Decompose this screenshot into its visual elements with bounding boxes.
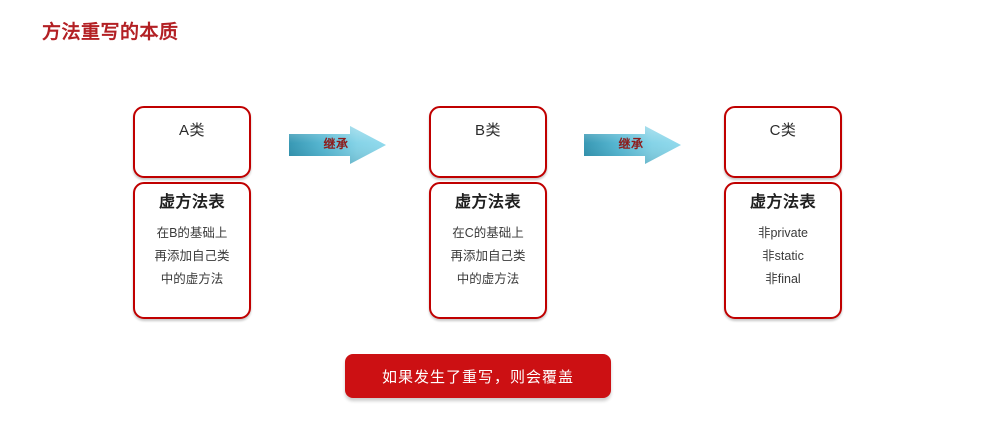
- right-arrow-icon: [584, 126, 681, 164]
- vtable-box-b: 虚方法表 在C的基础上 再添加自己类 中的虚方法: [429, 182, 547, 319]
- vtable-box-c: 虚方法表 非private 非static 非final: [724, 182, 842, 319]
- class-name-label-b: B类: [474, 122, 501, 139]
- class-group-b: B类 虚方法表 在C的基础上 再添加自己类 中的虚方法: [429, 106, 547, 319]
- class-header-box-a: A类: [133, 106, 251, 178]
- class-header-box-b: B类: [429, 106, 547, 178]
- page-title: 方法重写的本质: [42, 22, 179, 43]
- class-name-label-c: C类: [769, 122, 797, 139]
- vtable-title-a: 虚方法表: [158, 194, 225, 211]
- overwrite-note-text: 如果发生了重写，则会覆盖: [381, 368, 574, 386]
- vtable-title-c: 虚方法表: [749, 194, 816, 211]
- vtable-line: 中的虚方法: [160, 271, 224, 286]
- vtable-line: 在B的基础上: [156, 225, 228, 240]
- vtable-title-b: 虚方法表: [454, 194, 521, 211]
- vtable-line: 再添加自己类: [450, 248, 526, 263]
- vtable-line: 在C的基础上: [452, 225, 524, 240]
- class-header-box-c: C类: [724, 106, 842, 178]
- vtable-line: 非final: [765, 271, 801, 286]
- vtable-box-a: 虚方法表 在B的基础上 再添加自己类 中的虚方法: [133, 182, 251, 319]
- class-name-label-a: A类: [178, 122, 205, 139]
- vtable-line: 中的虚方法: [456, 271, 520, 286]
- vtable-lines-b: 在C的基础上 再添加自己类 中的虚方法: [431, 222, 545, 291]
- vtable-line: 再添加自己类: [154, 248, 230, 263]
- vtable-lines-c: 非private 非static 非final: [726, 222, 840, 291]
- class-group-a: A类 虚方法表 在B的基础上 再添加自己类 中的虚方法: [133, 106, 251, 319]
- right-arrow-icon: [289, 126, 386, 164]
- vtable-line: 非static: [762, 248, 804, 263]
- inheritance-arrow-2: 继承: [583, 125, 683, 165]
- class-group-c: C类 虚方法表 非private 非static 非final: [724, 106, 842, 319]
- inheritance-arrow-1: 继承: [288, 125, 388, 165]
- vtable-lines-a: 在B的基础上 再添加自己类 中的虚方法: [135, 222, 249, 291]
- overwrite-note-banner: 如果发生了重写，则会覆盖: [345, 354, 611, 398]
- vtable-line: 非private: [757, 225, 809, 240]
